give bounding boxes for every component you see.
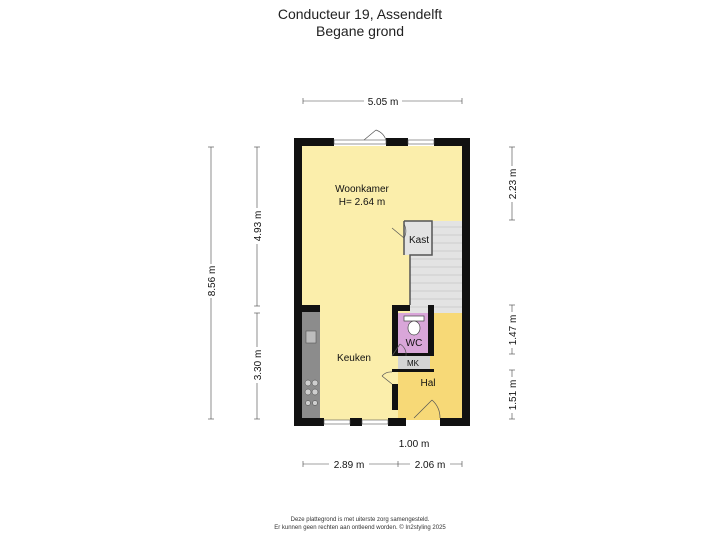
door-swings xyxy=(363,129,441,419)
footer-copyright: Er kunnen geen rechten aan ontleend word… xyxy=(274,525,446,531)
stove-icon xyxy=(304,379,319,396)
dim-right-middle: 1.47 m xyxy=(508,315,519,346)
footer-disclaimer: Deze plattegrond is met uiterste zorg sa… xyxy=(290,517,430,523)
dim-lower-depth: 3.30 m xyxy=(253,350,264,381)
windows xyxy=(323,139,435,425)
floor-name: Begane grond xyxy=(316,23,404,39)
label-woonkamer-height: H= 2.64 m xyxy=(339,197,385,208)
dim-total-depth: 8.56 m xyxy=(207,266,218,297)
stair-steps xyxy=(410,226,462,308)
oven-icon xyxy=(305,400,318,406)
label-mk: MK xyxy=(407,359,420,368)
dim-top-width: 5.05 m xyxy=(368,97,399,108)
dim-right-upper: 2.23 m xyxy=(508,169,519,200)
inner-walls xyxy=(302,305,434,410)
plan-title: Conducteur 19, Assendelft xyxy=(277,6,443,22)
dim-bottom-right: 2.06 m xyxy=(415,460,446,471)
dim-entrance-width: 1.00 m xyxy=(399,439,430,450)
dim-right-lower: 1.51 m xyxy=(508,380,519,411)
outer-walls xyxy=(294,138,470,426)
label-hal: Hal xyxy=(420,378,435,389)
toilet-icon xyxy=(403,315,425,336)
dim-bottom-left: 2.89 m xyxy=(334,460,365,471)
dim-upper-depth: 4.93 m xyxy=(253,211,264,242)
label-wc: WC xyxy=(406,338,423,349)
label-kast: Kast xyxy=(409,235,429,246)
mk-floor xyxy=(398,355,430,369)
label-keuken: Keuken xyxy=(337,353,371,364)
label-woonkamer: Woonkamer xyxy=(335,184,389,195)
kitchen-sink-icon xyxy=(305,330,317,344)
